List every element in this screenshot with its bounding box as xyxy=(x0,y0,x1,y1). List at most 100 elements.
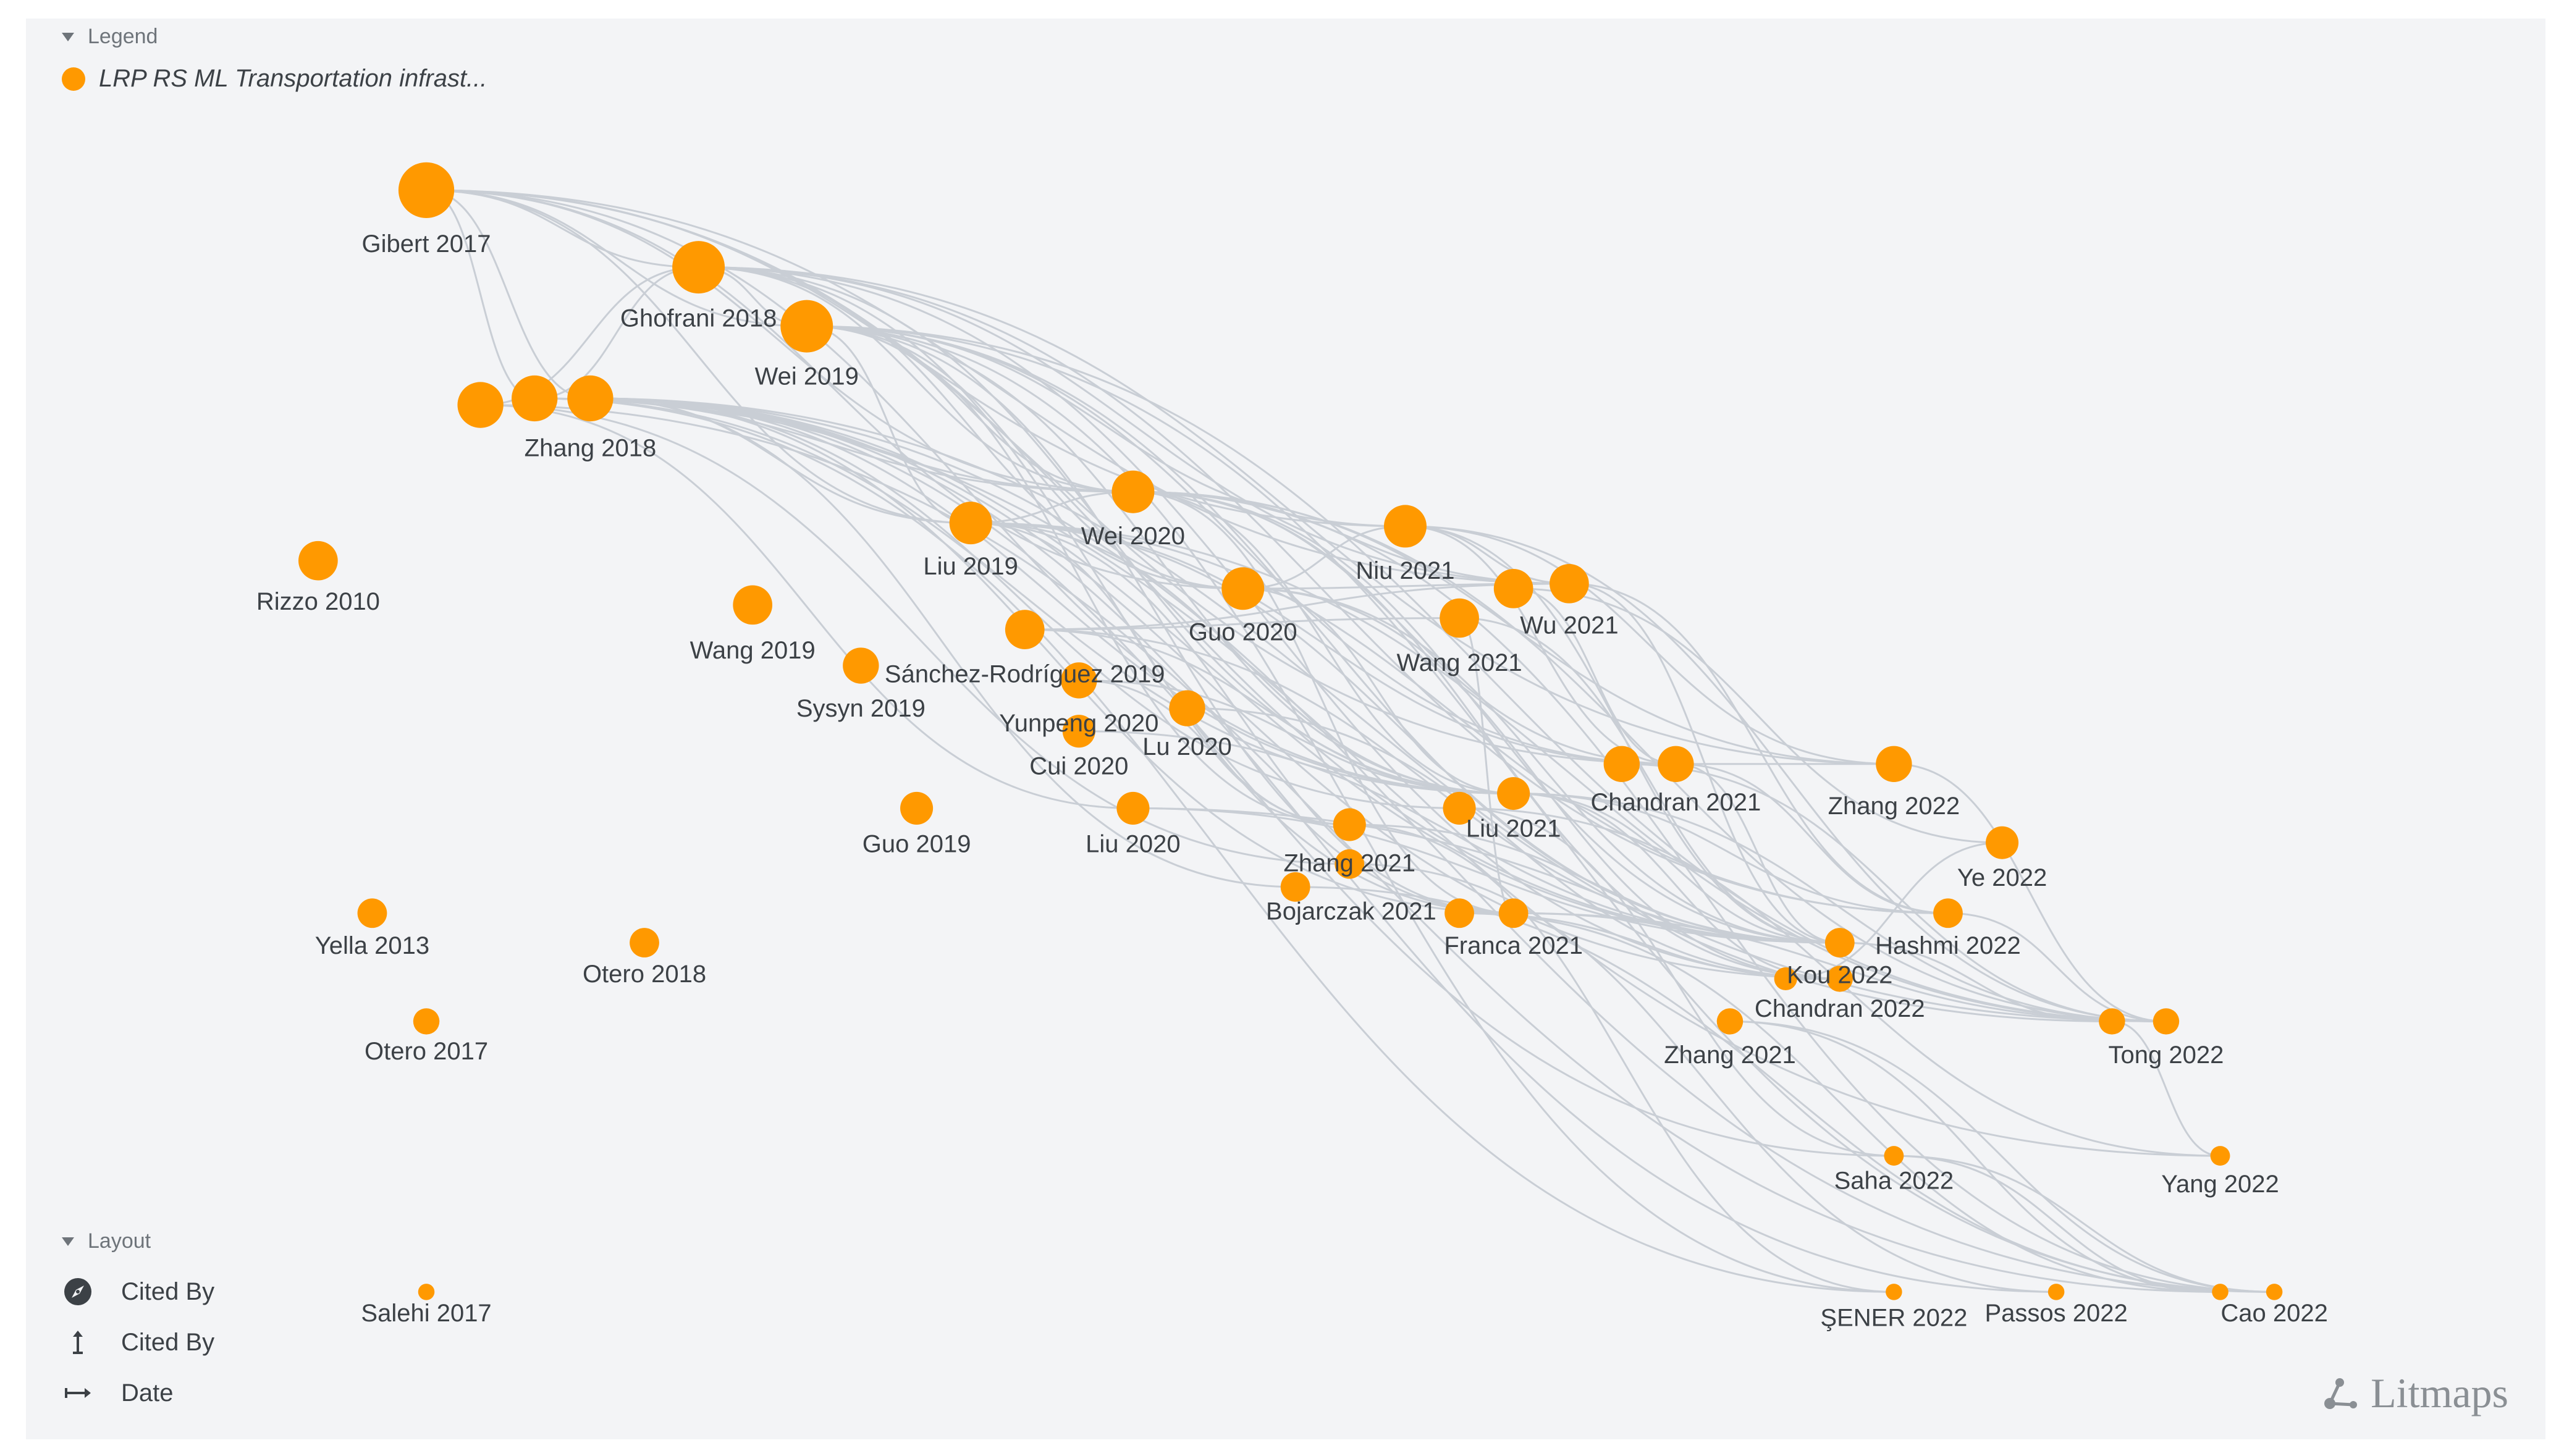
paper-node-liu2019[interactable] xyxy=(949,502,992,545)
paper-node-zhang2018b[interactable] xyxy=(512,375,558,422)
paper-node-kou2022[interactable] xyxy=(1824,928,1855,957)
paper-node-zhang2018c[interactable] xyxy=(457,382,504,428)
paper-label-niu2021: Niu 2021 xyxy=(1356,557,1454,584)
citation-link xyxy=(590,397,1840,980)
paper-node-hashmi2022[interactable] xyxy=(1933,898,1963,928)
paper-node-gibert2017[interactable] xyxy=(398,162,455,218)
paper-node-ye2022[interactable] xyxy=(1985,826,2019,859)
paper-label-lu2020: Lu 2020 xyxy=(1142,733,1232,760)
graph-background xyxy=(26,19,2545,1439)
paper-node-cao2022b[interactable] xyxy=(2212,1284,2229,1300)
paper-label-liu2020: Liu 2020 xyxy=(1086,831,1180,858)
paper-node-zhang2021[interactable] xyxy=(1333,808,1366,841)
paper-node-kou2022b[interactable] xyxy=(1774,967,1797,991)
legend-title: Legend xyxy=(88,25,158,48)
paper-node-saha2022[interactable] xyxy=(1884,1146,1904,1166)
legend-item-label: LRP RS ML Transportation infrast... xyxy=(99,65,487,92)
paper-label-yunpeng2020: Yunpeng 2020 xyxy=(999,710,1158,737)
paper-node-zhang2021b[interactable] xyxy=(1335,849,1365,879)
paper-node-otero2017[interactable] xyxy=(413,1008,440,1035)
citation-link xyxy=(1839,941,2112,1022)
paper-label-hashmi2022: Hashmi 2022 xyxy=(1875,932,2021,959)
paper-label-zhang2021c: Zhang 2021 xyxy=(1664,1042,1796,1069)
citation-link xyxy=(590,397,2057,1293)
paper-label-cui2020: Cui 2020 xyxy=(1029,752,1128,780)
paper-node-chandran2021b[interactable] xyxy=(1603,746,1640,782)
citation-link xyxy=(480,404,1133,809)
citation-link xyxy=(806,325,1350,826)
paper-node-ghofrani2018[interactable] xyxy=(672,241,725,294)
citation-link xyxy=(1894,763,2166,1022)
paper-node-sanchez2019[interactable] xyxy=(1005,610,1045,649)
paper-node-cao2022[interactable] xyxy=(2266,1284,2283,1300)
paper-node-wei2019[interactable] xyxy=(780,300,833,353)
paper-label-salehi2017: Salehi 2017 xyxy=(361,1300,491,1327)
litmaps-logo-icon xyxy=(2324,1378,2358,1409)
paper-node-liu2020[interactable] xyxy=(1116,791,1150,825)
paper-node-passos2022[interactable] xyxy=(2047,1284,2065,1300)
paper-node-guo2019[interactable] xyxy=(900,791,934,825)
paper-label-liu2019: Liu 2019 xyxy=(923,553,1018,580)
paper-node-sener2022[interactable] xyxy=(1886,1284,1902,1300)
paper-node-wu2021b[interactable] xyxy=(1493,568,1533,608)
paper-label-ghofrani2018: Ghofrani 2018 xyxy=(620,305,777,332)
paper-node-zhang2021c[interactable] xyxy=(1716,1008,1744,1035)
citation-link xyxy=(1947,912,2166,1022)
paper-node-yang2022[interactable] xyxy=(2210,1146,2230,1166)
paper-node-zhang2022[interactable] xyxy=(1876,746,1912,782)
paper-node-chandran2021[interactable] xyxy=(1658,746,1694,782)
citation-link xyxy=(1242,587,1840,944)
paper-node-otero2018[interactable] xyxy=(630,928,659,957)
citation-link xyxy=(1786,841,2002,980)
paper-node-cui2020[interactable] xyxy=(1062,715,1095,748)
citation-link xyxy=(590,397,2275,1293)
paper-node-sysyn2019[interactable] xyxy=(843,647,879,684)
legend-header[interactable]: Legend xyxy=(62,25,487,49)
vertical-axis-icon xyxy=(62,1326,94,1358)
paper-node-niu2021[interactable] xyxy=(1383,505,1427,548)
paper-node-wu2021[interactable] xyxy=(1550,563,1589,604)
layout-header[interactable]: Layout xyxy=(62,1229,214,1253)
layout-option-cited-by-vertical[interactable]: Cited By xyxy=(62,1326,214,1358)
paper-node-lu2020[interactable] xyxy=(1169,690,1205,726)
citation-link xyxy=(1513,793,1948,914)
legend-item[interactable]: LRP RS ML Transportation infrast... xyxy=(62,65,487,93)
citation-link xyxy=(1405,525,1894,765)
paper-node-chandran2022[interactable] xyxy=(1826,966,1853,992)
paper-label-kou2022: Kou 2022 xyxy=(1787,962,1892,989)
citation-link xyxy=(1513,587,2002,844)
paper-node-zhang2018[interactable] xyxy=(567,375,614,422)
paper-node-rizzo2010[interactable] xyxy=(298,541,338,581)
paper-node-tong2022b[interactable] xyxy=(2099,1008,2125,1035)
paper-label-gibert2017: Gibert 2017 xyxy=(362,230,491,258)
layout-option-label: Cited By xyxy=(121,1328,215,1356)
paper-label-zhang2021: Zhang 2021 xyxy=(1283,850,1415,877)
paper-node-wang2021[interactable] xyxy=(1440,598,1479,638)
layout-option-label: Cited By xyxy=(121,1277,215,1305)
litmaps-logo[interactable]: Litmaps xyxy=(2321,1369,2508,1418)
paper-nodes[interactable] xyxy=(298,162,2283,1300)
paper-node-salehi2017[interactable] xyxy=(418,1284,435,1300)
paper-node-bojarczak2021[interactable] xyxy=(1280,872,1310,902)
citation-link xyxy=(1729,1020,2220,1293)
paper-label-otero2018: Otero 2018 xyxy=(583,961,706,988)
paper-node-guo2020[interactable] xyxy=(1221,567,1265,610)
paper-node-tong2022[interactable] xyxy=(2153,1008,2180,1035)
layout-option-date[interactable]: Date xyxy=(62,1377,214,1409)
paper-node-franca2021b[interactable] xyxy=(1444,898,1474,928)
paper-node-liu2021b[interactable] xyxy=(1443,791,1476,825)
paper-node-wei2020[interactable] xyxy=(1111,470,1155,513)
paper-node-yella2013[interactable] xyxy=(357,898,387,928)
paper-node-wang2019[interactable] xyxy=(733,585,773,625)
paper-node-liu2021[interactable] xyxy=(1497,776,1530,810)
paper-label-guo2020: Guo 2020 xyxy=(1189,618,1297,646)
layout-option-cited-by-compass[interactable]: Cited By xyxy=(62,1276,214,1308)
citation-link xyxy=(1459,912,1840,980)
citation-link xyxy=(590,397,1296,888)
litmaps-logo-text: Litmaps xyxy=(2371,1370,2508,1416)
paper-node-yunpeng2020[interactable] xyxy=(1061,662,1097,699)
paper-node-franca2021[interactable] xyxy=(1498,898,1529,928)
